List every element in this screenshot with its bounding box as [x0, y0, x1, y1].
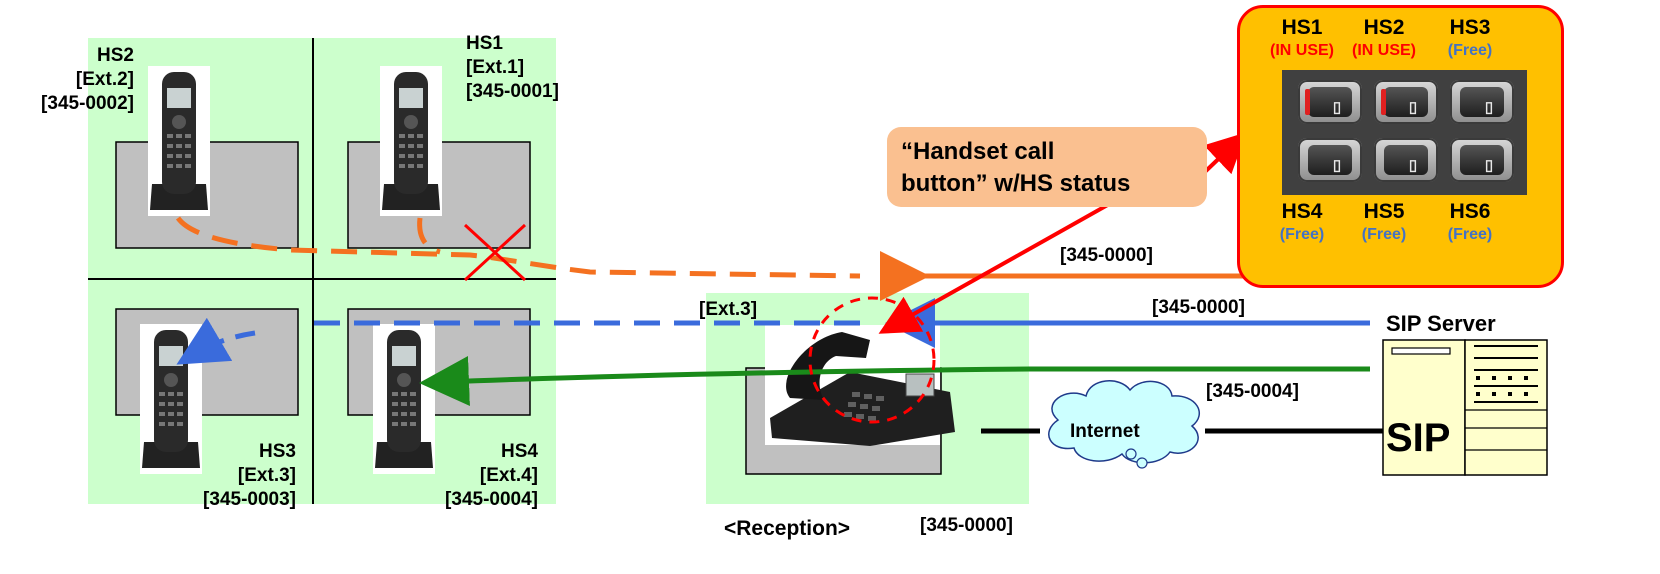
hs-status: (Free) [1361, 226, 1407, 243]
blocked-cross-icon [463, 223, 527, 282]
hs1-label: HS1 [Ext.1] [345-0001] [466, 32, 596, 104]
reception-ext: [Ext.3] [699, 299, 758, 320]
hs2-name: HS2 [97, 45, 134, 66]
blue-call-path [176, 298, 1370, 365]
hs2-ext: [Ext.2] [75, 69, 134, 90]
bottom-hs-label-2: HS5 (Free) [1334, 200, 1434, 246]
handset-status-panel: HS1 (IN USE) HS2 (IN USE) HS3 (Free) ▯ ▯ ▯ ▯ ▯ ▯ H… [1237, 5, 1564, 288]
hs3-label: HS3 [Ext.3] [345-0003] [168, 440, 296, 512]
key-face: ▯ [1460, 145, 1504, 175]
highlight-circle [808, 296, 936, 424]
handset-1-icon: ▯ [1332, 99, 1342, 116]
hs4-label: HS4 [Ext.4] [345-0004] [408, 440, 538, 512]
in-use-indicator [1457, 147, 1462, 173]
handset-4-icon: ▯ [1332, 157, 1342, 174]
reception-title: <Reception> [724, 517, 851, 540]
handset-2-icon: ▯ [1408, 99, 1418, 116]
bottom-hs-label-1: HS4 (Free) [1252, 200, 1352, 246]
hs-status: (IN USE) [1352, 42, 1416, 59]
in-use-indicator [1305, 89, 1310, 115]
handset-call-button-4[interactable]: ▯ [1298, 138, 1362, 182]
handset-6-icon: ▯ [1484, 157, 1494, 174]
hs-status: (IN USE) [1270, 42, 1334, 59]
orange-line-number: [345-0000] [1060, 245, 1153, 266]
handset-call-button-3[interactable]: ▯ [1450, 80, 1514, 124]
hs3-name: HS3 [259, 441, 296, 462]
hs-name: HS5 [1363, 200, 1405, 223]
hs-status: (Free) [1447, 226, 1493, 243]
hs-name: HS2 [1363, 16, 1405, 39]
handset-call-button-1[interactable]: ▯ [1298, 80, 1362, 124]
desk-phone-icon [765, 325, 955, 446]
hs2-handset-icon [148, 66, 210, 216]
hs1-name: HS1 [466, 33, 503, 54]
green-call-path [419, 356, 1370, 407]
hs-status: (Free) [1279, 226, 1325, 243]
green-line-number: [345-0004] [1206, 381, 1299, 402]
key-face: ▯ [1384, 87, 1428, 117]
hs1-handset-icon [380, 66, 442, 216]
hs1-ext: [Ext.1] [466, 57, 525, 78]
handset-call-button-5[interactable]: ▯ [1374, 138, 1438, 182]
handset-call-button-6[interactable]: ▯ [1450, 138, 1514, 182]
in-use-indicator [1305, 147, 1310, 173]
sip-server-icon [1382, 339, 1548, 476]
internet-label: Internet [1070, 421, 1140, 442]
hs-name: HS1 [1281, 16, 1323, 39]
hs1-number: [345-0001] [466, 81, 559, 102]
sip-badge: SIP [1386, 416, 1451, 460]
handset-call-button-callout: “Handset call button” w/HS status [887, 127, 1207, 207]
handset-5-icon: ▯ [1408, 157, 1418, 174]
hs-name: HS6 [1449, 200, 1491, 223]
key-face: ▯ [1308, 87, 1352, 117]
key-face: ▯ [1384, 145, 1428, 175]
hs-name: HS4 [1281, 200, 1323, 223]
cordless-handsets [140, 66, 442, 474]
key-face: ▯ [1460, 87, 1504, 117]
top-hs-label-2: HS2 (IN USE) [1334, 16, 1434, 62]
internet-cloud-icon [1048, 380, 1201, 469]
hs4-number: [345-0004] [445, 489, 538, 510]
in-use-indicator [1457, 89, 1462, 115]
hs4-ext: [Ext.4] [479, 465, 538, 486]
hs3-number: [345-0003] [203, 489, 296, 510]
top-hs-label-3: HS3 (Free) [1420, 16, 1520, 62]
sip-server-title: SIP Server [1386, 311, 1496, 336]
reception-number: [345-0000] [920, 515, 1013, 536]
hs2-label: HS2 [Ext.2] [345-0002] [8, 44, 134, 116]
bottom-hs-label-3: HS6 (Free) [1420, 200, 1520, 246]
handset-call-button-2[interactable]: ▯ [1374, 80, 1438, 124]
in-use-indicator [1381, 147, 1386, 173]
blue-line-number: [345-0000] [1152, 297, 1245, 318]
handset-call-keypad: ▯ ▯ ▯ ▯ ▯ ▯ [1282, 70, 1527, 195]
hs4-name: HS4 [501, 441, 538, 462]
handset-3-icon: ▯ [1484, 99, 1494, 116]
hs2-number: [345-0002] [41, 93, 134, 114]
hs-status: (Free) [1447, 42, 1493, 59]
callout-line2: button” w/HS status [901, 170, 1131, 197]
hs-name: HS3 [1449, 16, 1491, 39]
callout-line1: “Handset call [901, 138, 1055, 165]
key-face: ▯ [1308, 145, 1352, 175]
in-use-indicator [1381, 89, 1386, 115]
hs3-ext: [Ext.3] [237, 465, 296, 486]
top-hs-label-1: HS1 (IN USE) [1252, 16, 1352, 62]
